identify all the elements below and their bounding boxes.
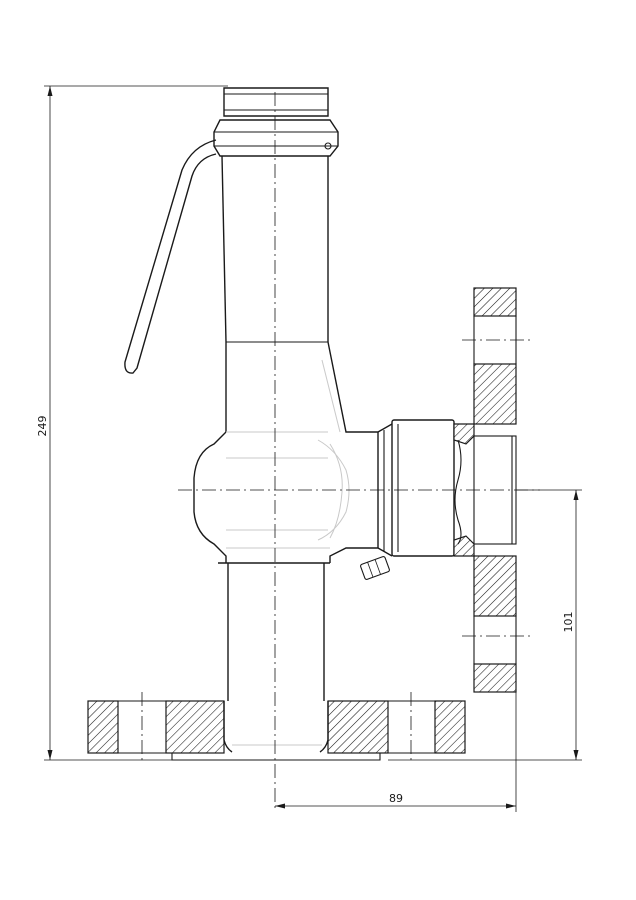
drain-plug [360,556,390,580]
cap [213,87,339,157]
inlet-flange [87,700,466,761]
dimension-outlet-offset: 89 [275,692,517,812]
lifting-lever [124,139,217,374]
overall-height-label: 249 [36,416,49,437]
dimension-outlet-height: 101 [388,489,582,761]
outlet-offset-label: 89 [389,792,403,805]
outlet-flange [453,287,517,693]
valve-body [193,341,455,580]
dimension-overall-height: 249 [36,85,228,761]
outlet-height-label: 101 [562,612,575,633]
inlet-neck [218,562,330,746]
bonnet [221,155,329,343]
pivot-pin-icon [324,142,332,150]
